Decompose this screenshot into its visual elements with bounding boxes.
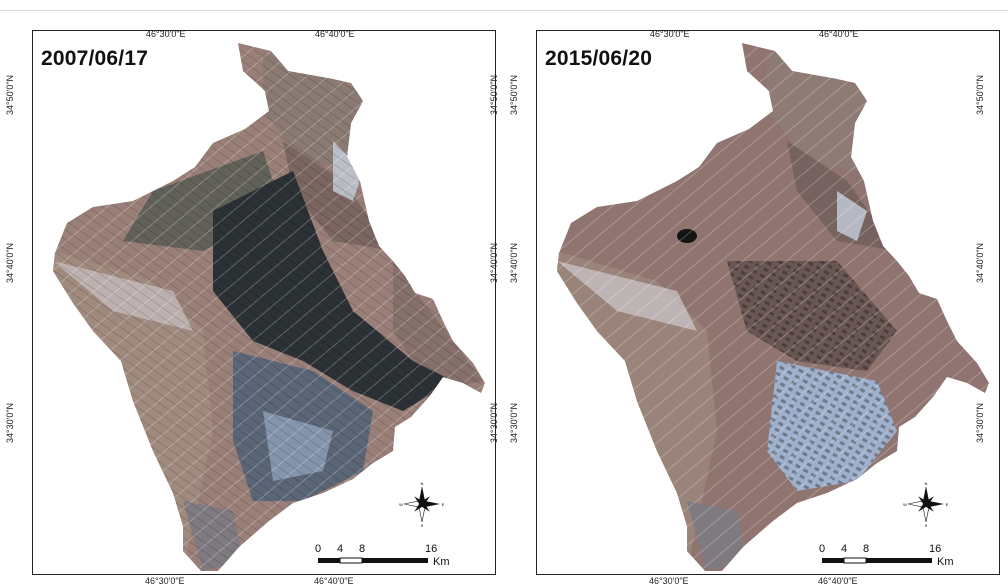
bottom-tick-label: 46°30'0"E [649, 576, 689, 586]
scale-label: 4 [841, 543, 848, 555]
compass-e: E [946, 502, 949, 507]
left-tick-label: 34°50'0"N [509, 74, 520, 116]
compass-s: S [925, 523, 928, 527]
right-tick-label: 34°50'0"N [489, 74, 500, 116]
right-tick-label: 34°30'0"N [489, 402, 500, 444]
bottom-tick-label: 46°40'0"E [818, 576, 858, 586]
scale-label: 16 [929, 543, 942, 555]
top-tick-label: 46°40'0"E [819, 30, 859, 39]
north-arrow-icon: N S E W [399, 481, 445, 527]
compass-n: N [925, 481, 928, 486]
compass-s: S [421, 523, 424, 527]
satellite-map-image [53, 43, 485, 571]
north-arrow-icon: N S E W [903, 481, 949, 527]
left-tick-label: 34°30'0"N [509, 402, 520, 444]
scale-label: 8 [863, 543, 870, 555]
scale-label: 8 [359, 543, 366, 555]
right-tick-label: 34°30'0"N [975, 402, 986, 444]
compass-e: E [442, 502, 445, 507]
top-rule [0, 10, 1008, 11]
acquisition-date-label: 2015/06/20 [545, 47, 653, 70]
scale-label: 4 [337, 543, 344, 555]
scale-bar-graphic [822, 557, 932, 564]
bottom-tick-label: 46°30'0"E [145, 576, 185, 586]
scale-bar: 0 4 8 16 Km [313, 543, 463, 569]
right-tick-label: 34°50'0"N [975, 74, 986, 116]
top-tick-label: 46°40'0"E [315, 30, 355, 39]
left-tick-label: 34°40'0"N [509, 242, 520, 284]
bottom-tick-label: 46°40'0"E [314, 576, 354, 586]
scale-bar-graphic [318, 557, 428, 564]
left-tick-label: 34°40'0"N [5, 242, 16, 284]
scale-label: 0 [315, 543, 322, 555]
scale-bar: 0 4 8 16 Km [817, 543, 967, 569]
acquisition-date-label: 2007/06/17 [41, 47, 149, 70]
scale-unit: Km [433, 556, 450, 568]
top-tick-label: 46°30'0"E [650, 30, 690, 39]
map-panel-2007: 2007/06/17 46°30'0"E 46°40'0"E 0 4 8 16 … [32, 30, 496, 575]
left-tick-label: 34°30'0"N [5, 402, 16, 444]
left-tick-label: 34°50'0"N [5, 74, 16, 116]
scale-unit: Km [937, 556, 954, 568]
compass-w: W [399, 502, 403, 507]
satellite-map-image [557, 43, 989, 571]
compass-w: W [903, 502, 907, 507]
scale-label: 16 [425, 543, 438, 555]
right-tick-label: 34°40'0"N [489, 242, 500, 284]
top-tick-label: 46°30'0"E [146, 30, 186, 39]
right-tick-label: 34°40'0"N [975, 242, 986, 284]
map-panel-2015: 2015/06/20 46°30'0"E 46°40'0"E 0 4 8 16 … [536, 30, 1000, 575]
scale-label: 0 [819, 543, 826, 555]
compass-n: N [421, 481, 424, 486]
